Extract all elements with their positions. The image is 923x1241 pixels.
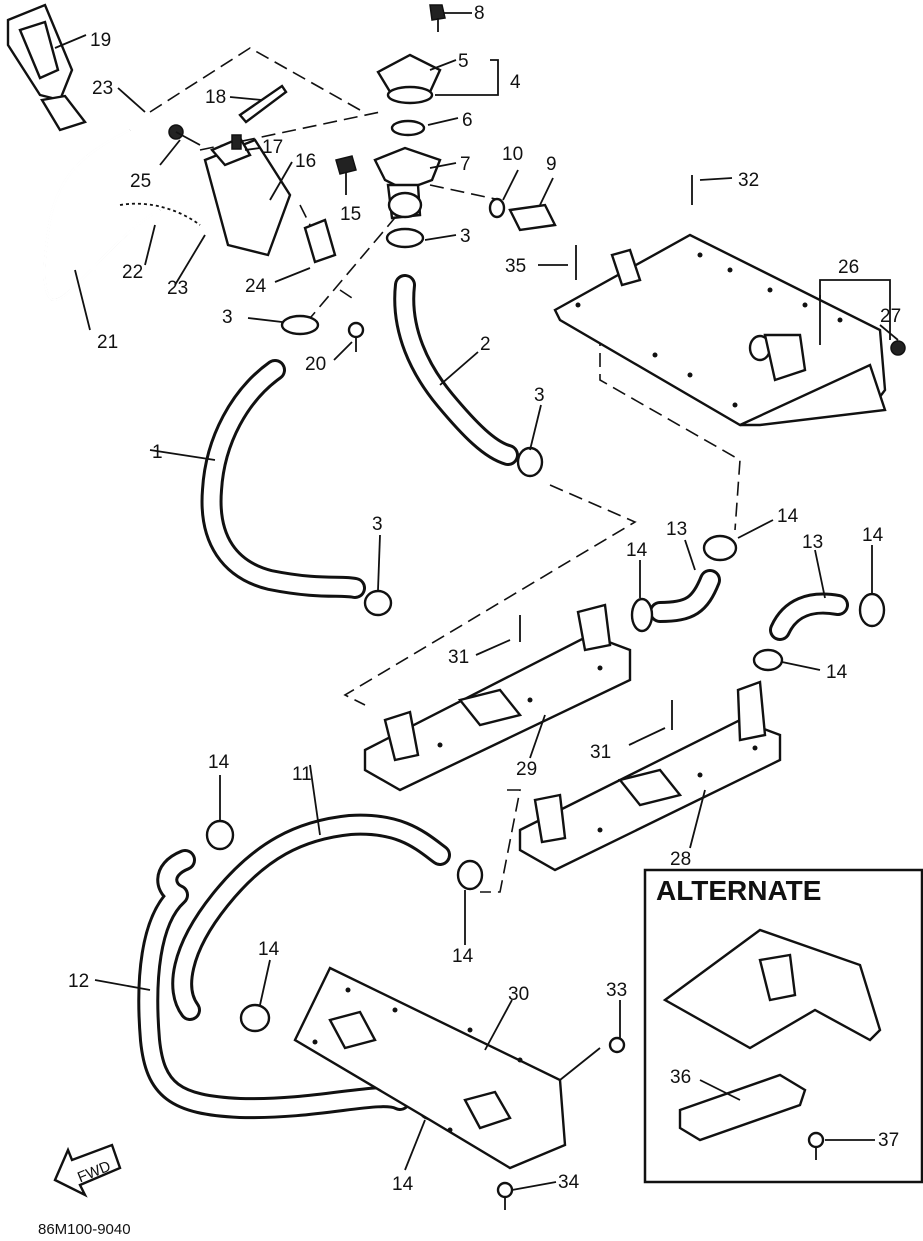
callout-28: 28 <box>670 849 691 870</box>
tank-bracket-24 <box>303 218 337 264</box>
callout-3-neck: 3 <box>460 226 471 247</box>
reservoir-bracket <box>6 3 87 132</box>
hose-12 <box>137 849 411 1120</box>
callout-30: 30 <box>508 984 529 1005</box>
callout-31-b: 31 <box>590 742 611 763</box>
callout-3-hose1: 3 <box>372 514 383 535</box>
callout-25: 25 <box>130 171 151 192</box>
hose-clamps <box>205 227 886 1121</box>
heat-exchanger-26 <box>553 233 887 427</box>
callout-21: 21 <box>97 332 118 353</box>
callout-36: 36 <box>670 1067 691 1088</box>
filler-neck <box>373 146 442 220</box>
drawing-code: 86M100-9040 <box>38 1221 131 1238</box>
sensor-plug-10 <box>488 197 506 219</box>
tank-bolt <box>168 124 201 146</box>
callout-14-f: 14 <box>452 946 474 967</box>
callout-18: 18 <box>205 87 226 108</box>
callout-12: 12 <box>68 971 89 992</box>
alternate-box: ALTERNATE <box>643 868 923 1184</box>
callout-labels: 19 23 18 17 16 25 15 22 23 24 21 3 20 8 … <box>68 3 901 1195</box>
callout-23-top: 23 <box>92 78 113 99</box>
heat-exchanger-29 <box>363 603 632 792</box>
callout-33: 33 <box>606 980 627 1001</box>
heat-exchanger-30 <box>293 966 567 1170</box>
overflow-hose <box>43 128 201 302</box>
callout-15: 15 <box>340 204 361 225</box>
callout-14-g: 14 <box>258 939 280 960</box>
reservoir-tank <box>203 134 292 257</box>
callout-1: 1 <box>152 442 163 463</box>
hose-2 <box>393 274 519 466</box>
callout-3-hose2: 3 <box>534 385 545 406</box>
hose-11 <box>171 813 451 1021</box>
nut-27 <box>890 340 906 356</box>
callout-23-bottom: 23 <box>167 278 188 299</box>
callout-32: 32 <box>738 170 759 191</box>
callout-22: 22 <box>122 262 143 283</box>
callout-14-c: 14 <box>862 525 884 546</box>
radiator-cap <box>376 53 442 105</box>
alternate-title: ALTERNATE <box>656 875 821 906</box>
screw-34 <box>496 1181 514 1210</box>
hose-1 <box>200 359 366 599</box>
callout-14-b: 14 <box>626 540 648 561</box>
callout-14-h: 14 <box>392 1174 414 1195</box>
bolt-8 <box>429 4 446 32</box>
front-direction-arrow: FWD <box>53 1143 122 1198</box>
callout-5: 5 <box>458 51 469 72</box>
callout-13-a: 13 <box>666 519 687 540</box>
callout-3-left: 3 <box>222 307 233 328</box>
screw-33 <box>608 1036 626 1054</box>
callout-24: 24 <box>245 276 267 297</box>
callout-14-e: 14 <box>208 752 230 773</box>
o-ring-6 <box>390 119 426 137</box>
vent-tube <box>238 84 288 124</box>
screw-20 <box>347 321 365 352</box>
callout-9: 9 <box>546 154 557 175</box>
callout-11: 11 <box>292 764 312 785</box>
callout-14-a: 14 <box>777 506 799 527</box>
callout-27: 27 <box>880 306 901 327</box>
callout-8: 8 <box>474 3 485 24</box>
small-bolt-15 <box>335 155 357 175</box>
temperature-sensor-9 <box>508 203 557 232</box>
leader-lines <box>54 12 899 1191</box>
callout-17: 17 <box>262 137 283 158</box>
callout-2: 2 <box>480 334 491 355</box>
heat-exchanger-28 <box>518 680 782 872</box>
hose-13-right <box>769 592 849 641</box>
callout-6: 6 <box>462 110 473 131</box>
callout-35: 35 <box>505 256 526 277</box>
callout-26: 26 <box>838 257 859 278</box>
hose-13-left <box>649 569 721 623</box>
callout-16: 16 <box>295 151 316 172</box>
callout-10: 10 <box>502 144 523 165</box>
callout-14-d: 14 <box>826 662 848 683</box>
callout-34: 34 <box>558 1172 580 1193</box>
callout-31-a: 31 <box>448 647 469 668</box>
callout-29: 29 <box>516 759 537 780</box>
callout-20: 20 <box>305 354 326 375</box>
callout-4: 4 <box>510 72 521 93</box>
callout-37: 37 <box>878 1130 899 1151</box>
callout-7: 7 <box>460 154 471 175</box>
callout-13-b: 13 <box>802 532 823 553</box>
callout-19: 19 <box>90 30 111 51</box>
